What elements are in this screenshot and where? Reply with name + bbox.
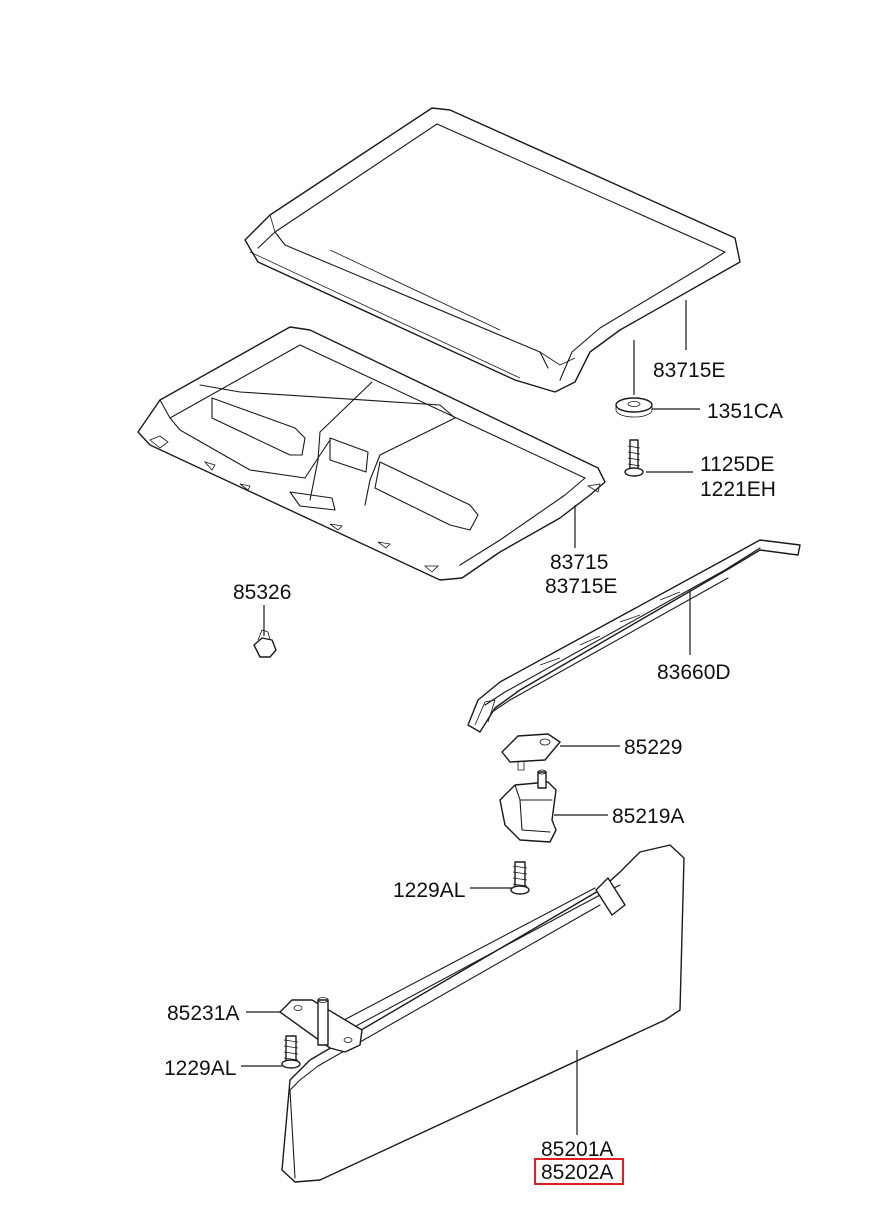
- label-pad: 85229: [624, 736, 682, 759]
- screw-bracket: [510, 861, 530, 895]
- roof-rail: [467, 539, 801, 733]
- headliner: [137, 326, 606, 581]
- screw-holder: [281, 1035, 301, 1069]
- label-visor-a: 85201A: [541, 1138, 613, 1161]
- highlight-box: [534, 1158, 624, 1185]
- label-screw-b: 1221EH: [700, 478, 776, 501]
- label-rail: 83660D: [657, 661, 731, 684]
- label-holder: 85231A: [167, 1002, 239, 1025]
- clip: [253, 629, 277, 658]
- visor-bracket: [499, 769, 557, 843]
- label-roof-panel: 83715E: [653, 359, 725, 382]
- visor-pad: [501, 733, 561, 771]
- label-bracket: 85219A: [612, 805, 684, 828]
- label-screw-a: 1125DE: [700, 453, 774, 476]
- label-visor-b: 85202A: [541, 1161, 613, 1184]
- label-headliner-a: 83715: [550, 551, 608, 574]
- label-headliner-b: 83715E: [545, 575, 617, 598]
- label-screw-bracket: 1229AL: [393, 879, 465, 902]
- label-washer: 1351CA: [707, 400, 783, 423]
- label-clip: 85326: [233, 581, 291, 604]
- washer: [615, 397, 653, 418]
- screw-roof: [624, 340, 644, 477]
- visor-holder: [279, 997, 363, 1053]
- roof-panel: [244, 107, 741, 393]
- sun-visor: [281, 844, 685, 1183]
- leader-lines: [241, 300, 700, 1135]
- label-screw-holder: 1229AL: [164, 1057, 236, 1080]
